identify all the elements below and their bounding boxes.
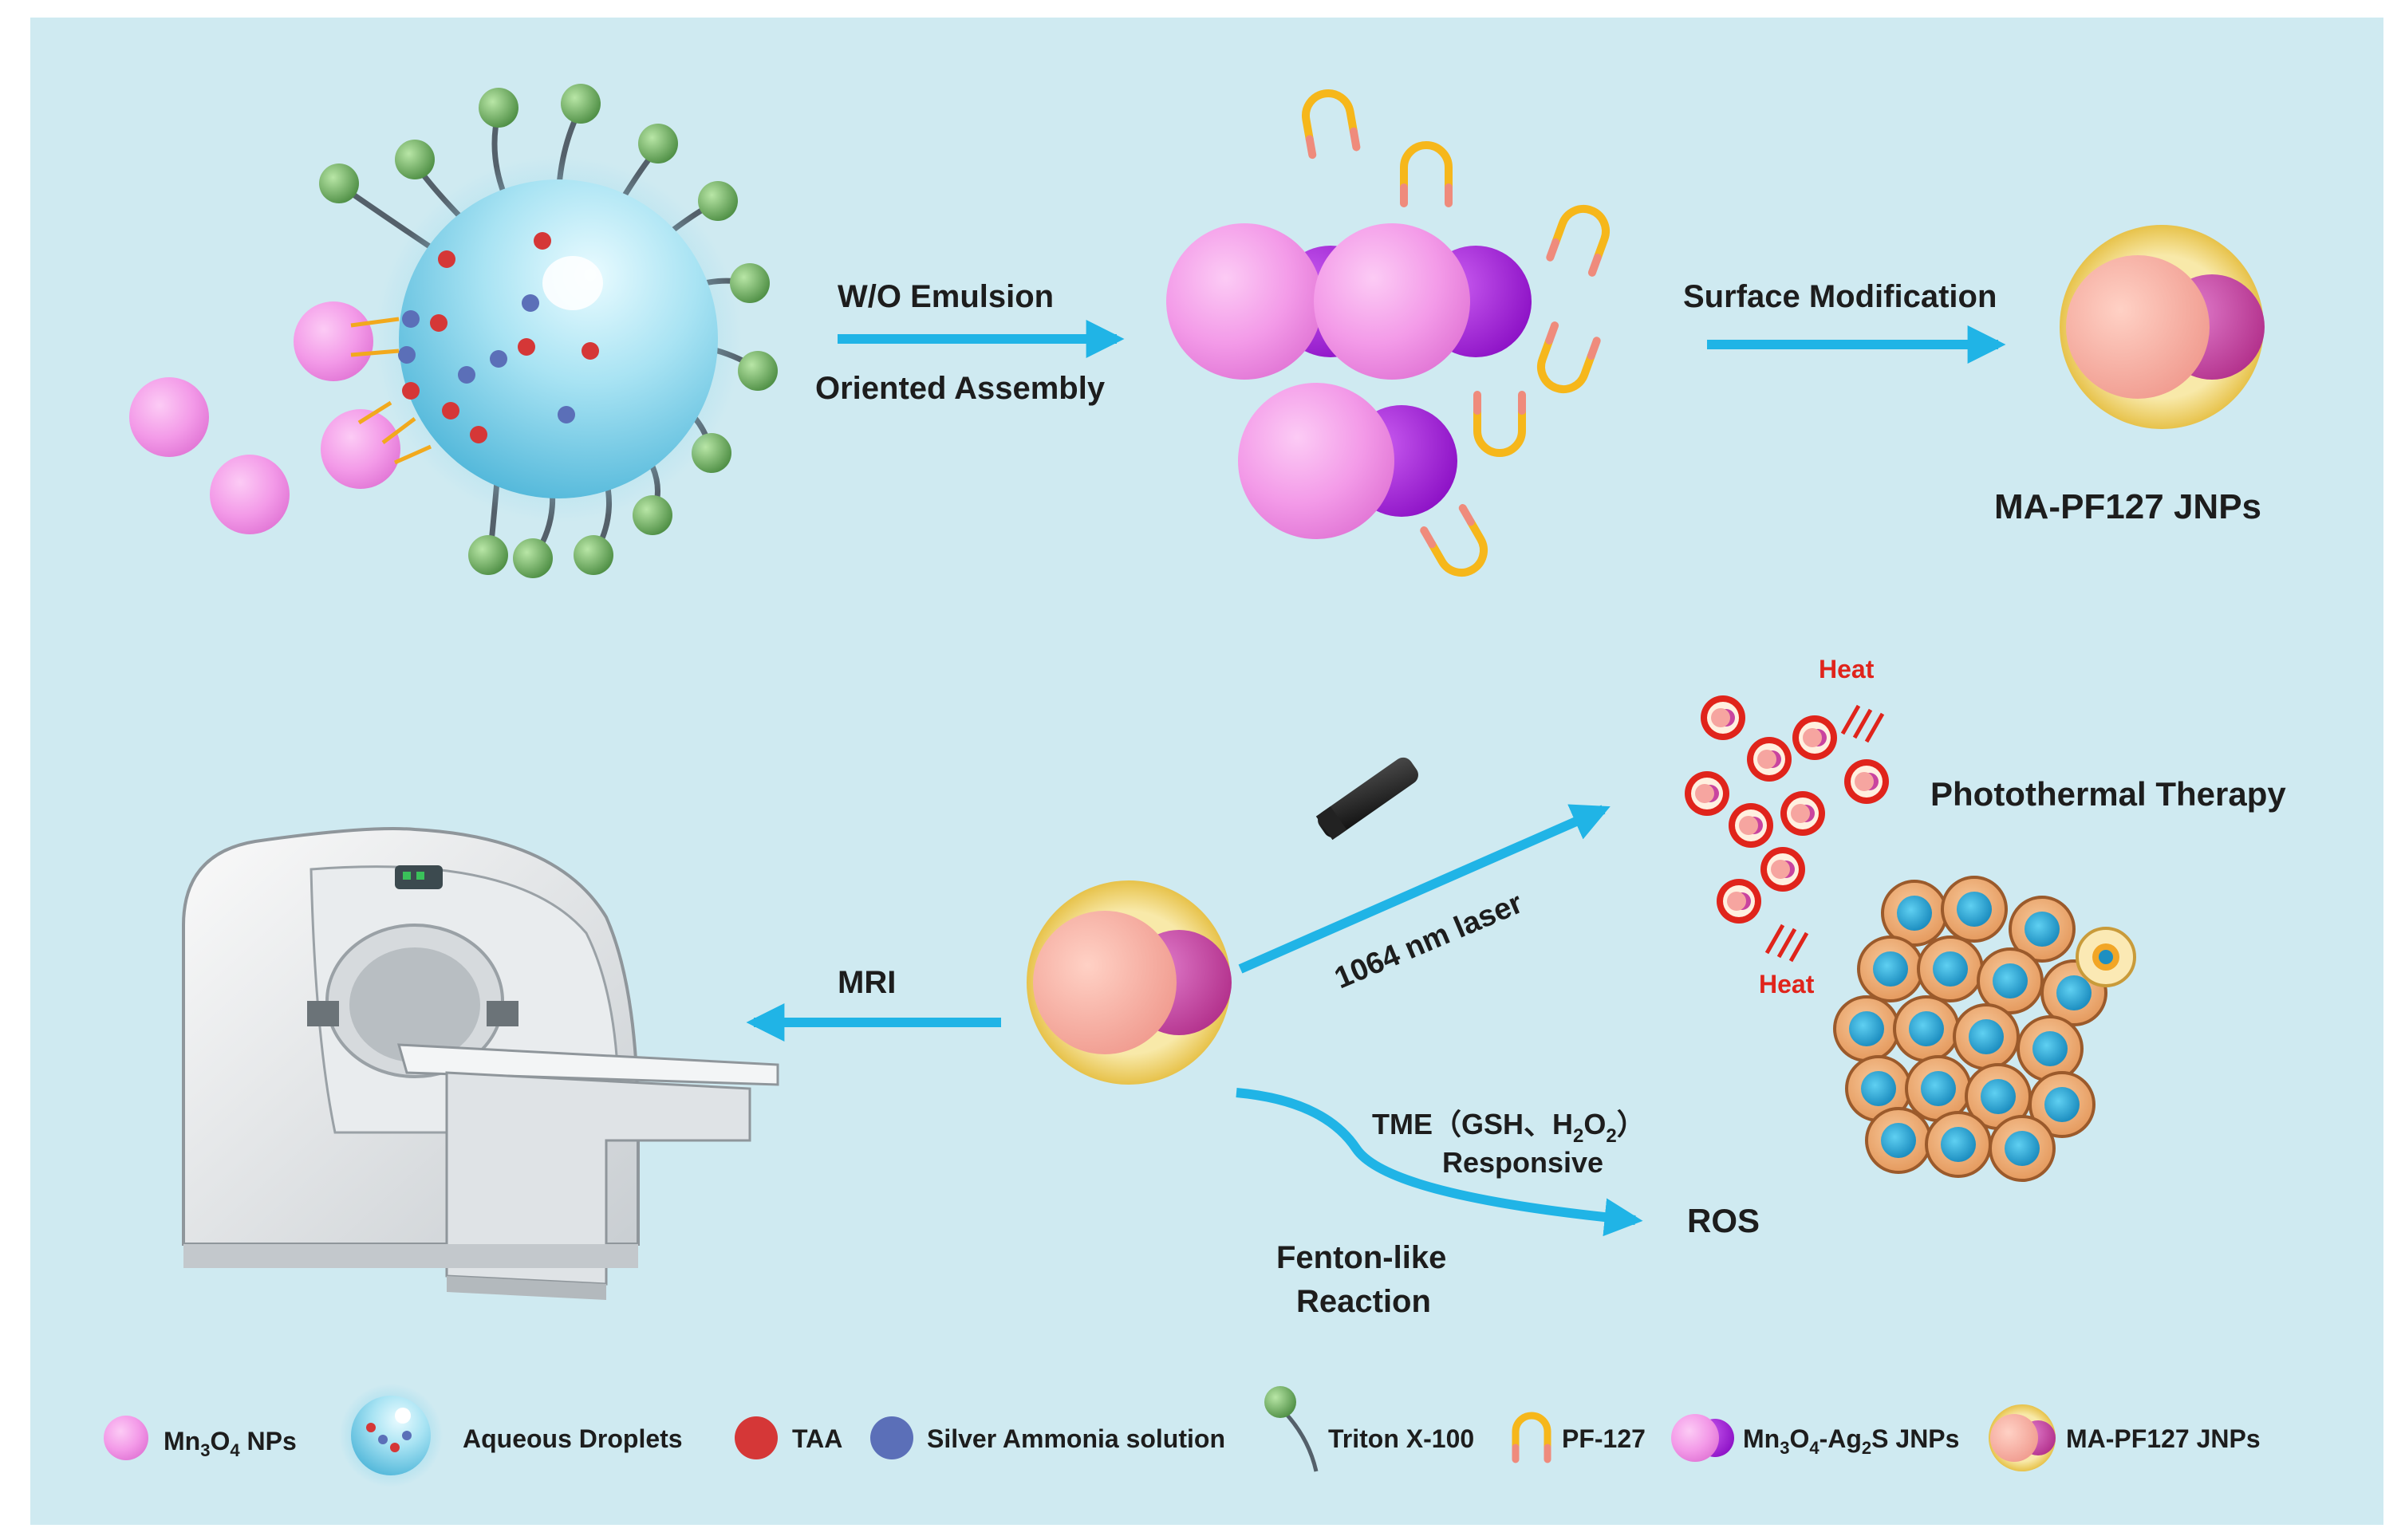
legend-pf127-swatch xyxy=(1512,1412,1551,1463)
janus-nanoparticle xyxy=(1238,383,1457,539)
interaction-arrows xyxy=(350,317,432,465)
legend-mapf-swatch xyxy=(1989,1404,2056,1471)
legend-taa-label: TAA xyxy=(792,1424,842,1453)
taa-dots xyxy=(402,232,599,443)
legend-silver-swatch xyxy=(870,1416,913,1459)
legend-droplets-label: Aqueous Droplets xyxy=(463,1424,683,1453)
droplet-highlight xyxy=(542,256,603,310)
tme-arrow xyxy=(1236,1088,1643,1237)
mn3o4-nanoparticles xyxy=(129,301,400,534)
ma-pf127-jnp-product xyxy=(2060,225,2265,429)
heat-label-top: Heat xyxy=(1819,655,1875,683)
product-label: MA-PF127 JNPs xyxy=(1994,487,2261,526)
legend-silver-label: Silver Ammonia solution xyxy=(927,1424,1225,1453)
heat-lines-top xyxy=(1840,704,1885,743)
ptt-label: Photothermal Therapy xyxy=(1930,775,2286,813)
mri-label: MRI xyxy=(838,965,896,1000)
responsive-label: Responsive xyxy=(1442,1146,1603,1179)
legend-mapf-label: MA-PF127 JNPs xyxy=(2066,1424,2261,1453)
pf127-polymers xyxy=(1302,89,1610,577)
tumor-cell-cluster xyxy=(1833,876,2136,1182)
legend-triton-label: Triton X-100 xyxy=(1328,1424,1474,1453)
laser-arrow xyxy=(1238,804,1611,974)
heat-lines-bottom xyxy=(1764,924,1809,963)
legend-mn3o4-swatch xyxy=(104,1416,148,1460)
tme-label: TME（GSH、H2O2） xyxy=(1372,1108,1646,1147)
central-ma-pf127-jnp xyxy=(1027,880,1232,1085)
ros-label: ROS xyxy=(1687,1202,1760,1239)
legend-mn3o4-label: Mn3O4 NPs xyxy=(164,1427,297,1460)
silver-ammonia-dots xyxy=(398,294,575,423)
surfactant-heads xyxy=(319,84,778,578)
aqueous-droplet xyxy=(399,179,718,498)
legend: Mn3O4 NPs Aqueous Droplets TAA Silver Am… xyxy=(104,1384,2261,1487)
legend-pf127-label: PF-127 xyxy=(1562,1424,1646,1453)
janus-nanoparticle xyxy=(1314,223,1532,380)
fenton-label-2: Reaction xyxy=(1296,1284,1431,1319)
legend-jnp-swatch xyxy=(1671,1414,1734,1462)
laser-device xyxy=(1315,757,1418,841)
heat-label-bottom: Heat xyxy=(1759,970,1815,998)
legend-taa-swatch xyxy=(735,1416,778,1459)
step-assembly-label: Oriented Assembly xyxy=(815,371,1106,406)
fenton-label-1: Fenton-like xyxy=(1276,1240,1446,1275)
heated-particle-cluster xyxy=(1685,695,1889,924)
step-surface-label: Surface Modification xyxy=(1683,279,1997,314)
mri-scanner xyxy=(182,827,779,1300)
step-emulsion-label: W/O Emulsion xyxy=(838,279,1054,314)
legend-jnp-label: Mn3O4-Ag2S JNPs xyxy=(1743,1424,1959,1458)
